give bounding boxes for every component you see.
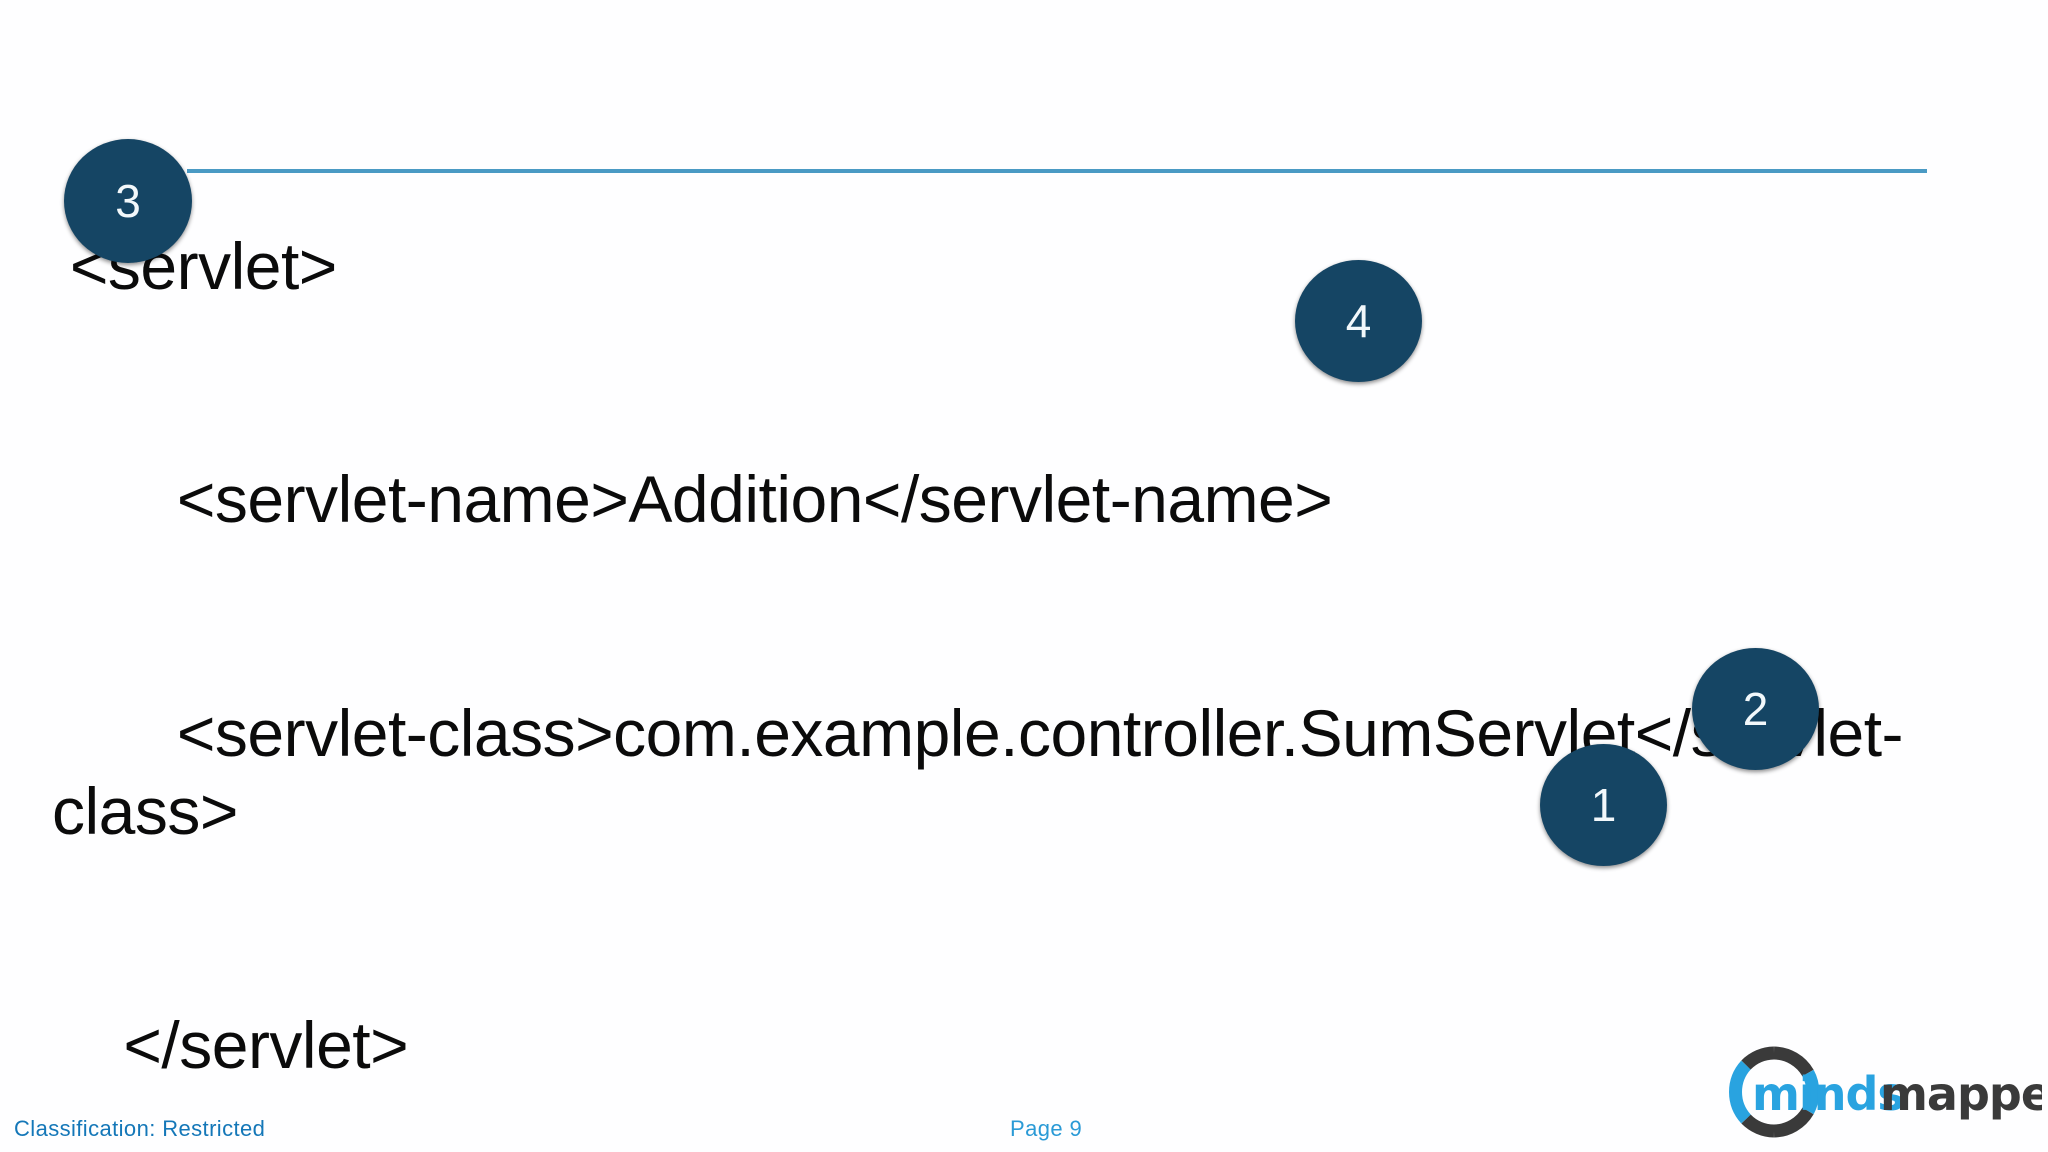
logo-text-mapped: mapped — [1880, 1067, 2042, 1121]
code-line-servlet-close: </servlet> — [52, 1007, 409, 1082]
callout-marker-3-label: 3 — [115, 175, 141, 227]
horizontal-accent-rule — [187, 169, 1927, 173]
code-line-servlet-name: <servlet-name>Addition</servlet-name> — [52, 462, 1333, 537]
callout-marker-1-label: 1 — [1590, 779, 1617, 831]
callout-marker-1[interactable]: 1 — [1540, 744, 1667, 866]
callout-marker-2[interactable]: 2 — [1692, 648, 1819, 770]
mindsmapped-logo: minds mapped — [1722, 1040, 2048, 1144]
callout-marker-3[interactable]: 3 — [64, 139, 192, 263]
code-line-servlet-class: <servlet-class>com.example.controller.Su… — [52, 696, 1904, 848]
code-line-servlet-open: <servlet> — [52, 228, 337, 303]
logo-text-minds: minds — [1752, 1067, 1904, 1121]
callout-marker-4[interactable]: 4 — [1295, 260, 1422, 382]
footer-page-number: Page 9 — [1010, 1116, 1083, 1141]
footer-classification-label: Classification: Restricted — [14, 1116, 266, 1141]
callout-marker-2-label: 2 — [1742, 683, 1769, 735]
xml-code-block: <servlet> <servlet-name>Addition</servle… — [52, 72, 1972, 1152]
callout-marker-4-label: 4 — [1345, 295, 1372, 347]
